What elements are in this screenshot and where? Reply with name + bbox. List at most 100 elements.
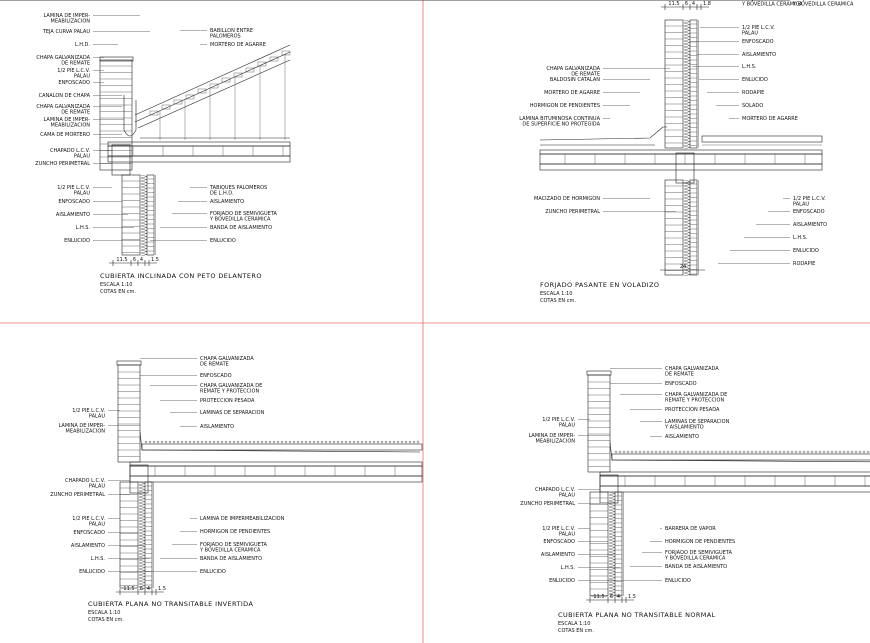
label-line: MORTERO DE AGARRE — [793, 0, 849, 2]
callout-label: MORTERO DE AGARRE — [742, 116, 798, 122]
callout-label: CAMA DE ARENA — [793, 0, 836, 2]
p3-slab-vaults — [599, 475, 870, 487]
callout-label: AISLAMIENTO — [56, 212, 90, 218]
gravel — [324, 440, 328, 444]
gravel — [196, 440, 200, 444]
gravel — [320, 440, 324, 444]
dimension-value: 11.5 — [593, 594, 604, 600]
label-line: ESCALA 1:10 — [88, 610, 120, 616]
label-line: CHAPADO L.C.V. — [50, 148, 90, 154]
label-line: CAMA DE ARENA — [793, 0, 836, 2]
callout-label: ENFOSCADO — [665, 381, 697, 387]
label-line: MEABILIZACION — [536, 439, 576, 445]
gravel — [618, 450, 622, 454]
label-line: CHAPA GALVANIZADA — [200, 356, 254, 362]
gravel — [368, 440, 372, 444]
label-line: LAMINA DE IMPER- — [59, 423, 106, 429]
gravel — [416, 440, 420, 444]
callout-label: TEJA CURVA PALAU — [42, 29, 91, 35]
gravel — [180, 440, 184, 444]
label-line: FORJADO DE SEMIVIGUETA — [793, 0, 860, 2]
gravel — [626, 450, 630, 454]
p2-insulation-layer — [141, 443, 423, 451]
label-line: ENFOSCADO — [58, 80, 90, 86]
callout-label: SOLADO — [793, 0, 814, 2]
callout-label: CHAPADO L.C.V.PALAU — [65, 478, 105, 490]
gravel — [208, 440, 212, 444]
label-line: BANDA DE AISLAMIENTO — [665, 564, 727, 570]
label-line: 1/2 PIE L.C.V. — [742, 25, 775, 31]
label-line: 1/2 PIE L.C.V. — [793, 196, 826, 202]
dimension-value: 4 — [692, 1, 695, 7]
gravel — [674, 450, 678, 454]
label-line: ENFOSCADO — [58, 199, 90, 205]
gravel — [830, 450, 834, 454]
dimension-value: 4 — [617, 594, 620, 600]
label-line: ENLUCIDO — [793, 0, 819, 2]
gravel — [614, 450, 618, 454]
label-line: 1.5 — [628, 594, 636, 600]
label-line: ENLUCIDO — [200, 569, 226, 575]
callout-label: RODAPIE — [742, 90, 764, 96]
gravel — [630, 450, 634, 454]
gravel — [360, 440, 364, 444]
p2-wall-lower-lhs — [689, 179, 698, 276]
label-line: L.H.S. — [742, 64, 757, 70]
callout-label: L.H.S. — [561, 565, 576, 571]
label-line: AISLAMIENTO — [742, 52, 776, 58]
gravel — [412, 440, 416, 444]
callout-label: L.H.S. — [76, 225, 91, 231]
label-line: COTAS EN cm. — [558, 628, 594, 634]
label-line: MORTERO DE AGARRE — [742, 116, 798, 122]
gravel — [404, 440, 408, 444]
label-line: BANDA DE AISLAMIENTO — [742, 0, 804, 2]
label-line: LAMINA BITUMINOSA CONTINUA — [519, 116, 600, 122]
dimension-value: 6 — [610, 594, 613, 600]
label-line: 6 — [685, 1, 688, 7]
gravel — [638, 450, 642, 454]
label-line: DE SUPERFICIE NO PROTEGIDA — [522, 122, 600, 128]
gravel — [634, 450, 638, 454]
p2-parapet — [117, 364, 141, 463]
label-line: LAMINA DE IMPER- — [44, 13, 91, 19]
p1-clay-tile — [257, 61, 267, 67]
callout-label: 1/2 PIE L.C.V.PALAU — [742, 25, 775, 37]
gravel — [260, 440, 264, 444]
label-line: MEABILIZACION — [66, 429, 106, 435]
gravel — [738, 450, 742, 454]
gravel — [722, 450, 726, 454]
callout-label: LAMINAS DE SEPARACION — [200, 410, 265, 416]
label-line: PROTECCION PESADA — [665, 407, 720, 413]
label-line: CHAPA GALVANIZADA DE — [665, 392, 727, 398]
label-line: BARRERA DE VAPOR — [665, 526, 716, 532]
label-line: L.H.D. — [75, 42, 90, 48]
gravel — [336, 440, 340, 444]
p1-slab-joist — [107, 155, 291, 163]
gravel — [212, 440, 216, 444]
label-line: ZUNCHO PERIMETRAL — [50, 492, 105, 498]
gravel — [714, 450, 718, 454]
callout-label: LAMINA DE IMPER-MEABILIZACION — [44, 117, 91, 129]
callout-label: ZUNCHO PERIMETRAL — [545, 209, 600, 215]
p1-clay-tile — [245, 67, 255, 73]
label-line: 1/2 PIE L.C.V. — [542, 526, 575, 532]
label-line: 1/2 PIE L.C.V. — [542, 417, 575, 423]
label-line: PALAU — [89, 484, 105, 490]
gravel — [670, 450, 674, 454]
gravel — [272, 440, 276, 444]
callout-label: 1/2 PIE L.C.V.PALAU — [72, 516, 105, 528]
label-line: DE L.H.D. — [210, 191, 234, 197]
gravel — [642, 450, 646, 454]
gravel — [184, 440, 188, 444]
gravel — [650, 450, 654, 454]
gravel — [248, 440, 252, 444]
label-line: CHAPADO L.C.V. — [65, 478, 105, 484]
gravel — [396, 440, 400, 444]
gravel — [726, 450, 730, 454]
gravel — [300, 440, 304, 444]
gravel — [252, 440, 256, 444]
